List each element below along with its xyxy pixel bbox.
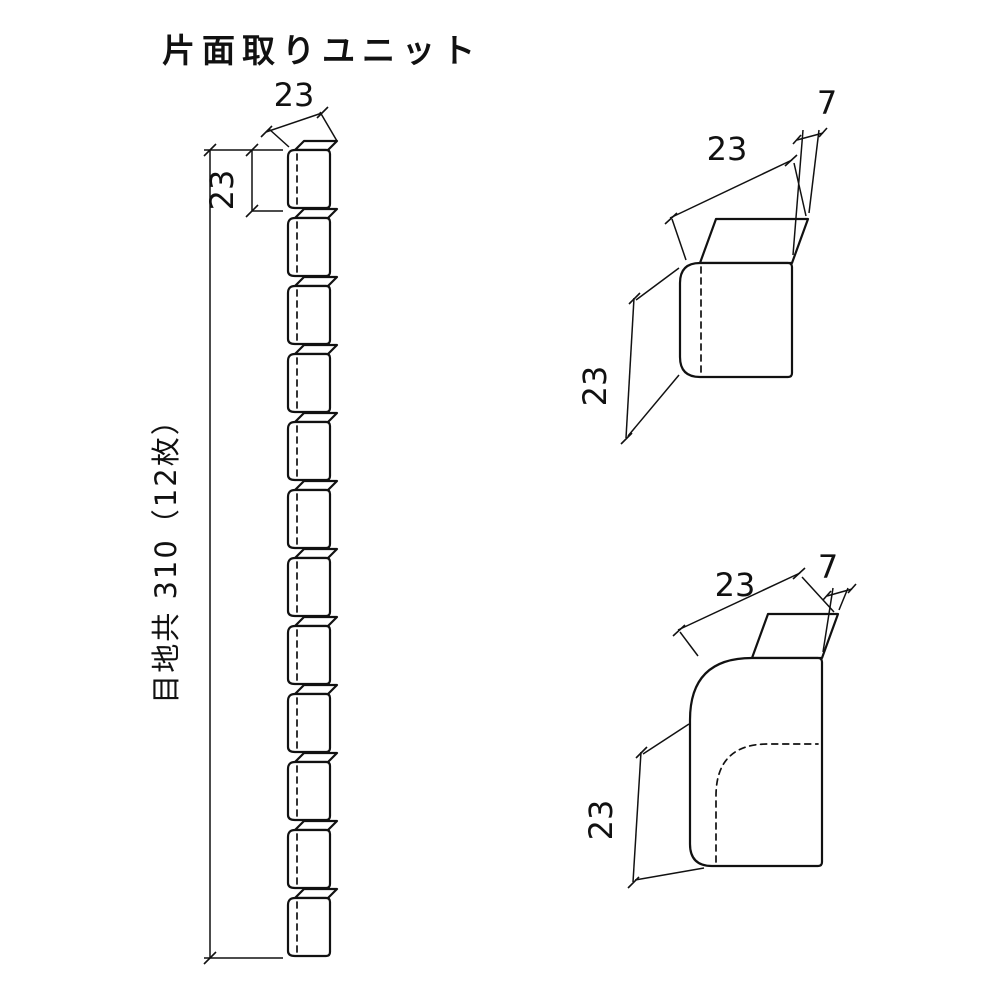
dimension-tick — [203, 143, 217, 157]
extension-line — [627, 374, 680, 437]
dimension-line — [677, 572, 801, 631]
bullnose-tangent-line — [715, 743, 819, 863]
extension-line — [792, 129, 804, 256]
extension-line — [671, 218, 687, 261]
dimension-tick — [818, 127, 828, 138]
strip-tile-piece — [286, 547, 339, 618]
flat-height-label: 23 — [576, 366, 614, 407]
flat-width-dimension: 23 — [664, 130, 807, 261]
dimension-tick — [672, 624, 686, 637]
strip-width-dimension: 23 — [260, 76, 338, 148]
flat-tile-figure: 23 7 23 — [576, 84, 837, 445]
strip-tile-piece — [286, 683, 339, 754]
tile-strip-figure — [286, 139, 339, 958]
flat-depth-label: 7 — [817, 84, 837, 122]
flat-depth-dimension: 7 — [792, 84, 837, 256]
dimension-line — [265, 112, 323, 133]
strip-total-height-dimension: 目地共 310（12枚） — [149, 143, 283, 965]
dimension-line — [632, 751, 642, 883]
corner-height-label: 23 — [582, 800, 620, 841]
extension-line — [319, 111, 338, 142]
tile-top-face — [698, 217, 810, 265]
strip-tile-piece — [286, 343, 339, 414]
corner-width-label: 23 — [715, 566, 756, 604]
dimension-tick — [620, 432, 633, 445]
dimension-tick — [822, 590, 832, 601]
extension-line — [793, 162, 807, 217]
dimension-tick — [316, 106, 329, 119]
dimension-tick — [792, 134, 802, 145]
corner-height-dimension: 23 — [582, 723, 705, 889]
strip-tile-height-label: 23 — [203, 170, 241, 211]
corner-depth-label: 7 — [818, 548, 838, 586]
page-title: 片面取りユニット — [162, 31, 482, 70]
dimension-tick — [792, 567, 806, 580]
extension-line — [801, 576, 835, 613]
dimension-line — [826, 588, 853, 597]
strip-tile-piece — [286, 887, 339, 958]
dimension-tick — [628, 292, 641, 305]
strip-tile-piece — [286, 479, 339, 550]
dimension-line — [796, 132, 824, 141]
strip-width-label: 23 — [274, 76, 315, 114]
extension-line — [268, 128, 290, 148]
tile-front-face — [688, 656, 824, 868]
strip-tile-piece — [286, 615, 339, 686]
strip-tile-piece — [286, 819, 339, 890]
strip-tile-piece — [286, 411, 339, 482]
corner-tile-figure: 23 7 23 — [582, 548, 857, 889]
extension-line — [808, 129, 820, 214]
dimension-line — [669, 159, 793, 219]
strip-total-height-label: 目地共 310（12枚） — [149, 404, 183, 703]
strip-tile-piece — [286, 139, 339, 210]
flat-width-label: 23 — [707, 130, 748, 168]
strip-tile-piece — [286, 751, 339, 822]
dimension-tick — [664, 212, 678, 225]
strip-tile-piece — [286, 275, 339, 346]
dimension-tick — [260, 125, 273, 138]
strip-tile-piece — [286, 207, 339, 278]
dimension-tick — [245, 204, 259, 218]
extension-line — [634, 867, 705, 881]
dimension-tick — [203, 951, 217, 965]
corner-width-dimension: 23 — [672, 566, 835, 657]
extension-line — [822, 587, 834, 653]
corner-depth-dimension: 7 — [818, 548, 857, 653]
dimension-tick — [784, 154, 798, 167]
extension-line — [635, 267, 680, 301]
tile-front-face — [678, 261, 794, 379]
strip-tile-height-dimension: 23 — [203, 143, 283, 218]
dimension-tick — [847, 583, 857, 594]
flat-height-dimension: 23 — [576, 267, 680, 445]
extension-line — [679, 631, 699, 657]
dimension-tick — [635, 746, 648, 759]
dimension-tick — [627, 876, 640, 889]
extension-line — [642, 723, 690, 755]
extension-line — [838, 587, 849, 611]
dimension-line — [625, 297, 635, 439]
